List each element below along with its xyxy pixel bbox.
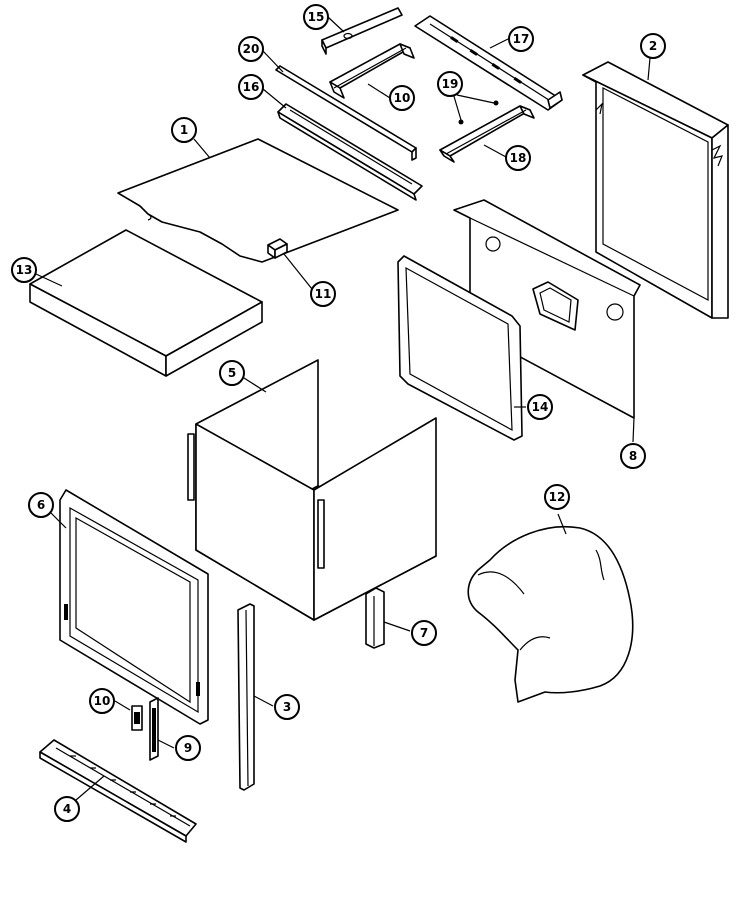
part-2-frame xyxy=(582,61,729,319)
callout-6-label: 6 xyxy=(37,498,45,512)
callout-16-label: 16 xyxy=(243,80,260,94)
part-18-bracket xyxy=(439,105,535,163)
callout-20: 20 xyxy=(238,36,264,62)
callout-3-label: 3 xyxy=(283,700,291,714)
callout-11: 11 xyxy=(310,281,336,307)
callout-1: 1 xyxy=(171,117,197,143)
callout-2: 2 xyxy=(640,33,666,59)
part-1-top-panel xyxy=(117,138,399,263)
callout-5: 5 xyxy=(219,360,245,386)
part-9-strip xyxy=(149,697,159,761)
part-10-bottom-plate xyxy=(131,705,143,731)
callout-1-label: 1 xyxy=(180,123,188,137)
callout-18-label: 18 xyxy=(510,151,527,165)
part-7-channel xyxy=(365,587,385,649)
callout-10-top: 10 xyxy=(389,85,415,111)
part-16-rail xyxy=(277,103,423,201)
leader-lines xyxy=(35,16,651,801)
callout-14-label: 14 xyxy=(532,400,549,414)
part-5-liner xyxy=(187,359,437,621)
callout-18: 18 xyxy=(505,145,531,171)
callout-8-label: 8 xyxy=(629,449,637,463)
part-15-bracket xyxy=(321,7,403,55)
part-10-top-bracket xyxy=(329,43,415,99)
part-3-trim-strip xyxy=(237,603,255,791)
callout-17-label: 17 xyxy=(513,32,530,46)
callout-12-label: 12 xyxy=(549,490,566,504)
callout-9: 9 xyxy=(175,735,201,761)
callout-10-top-label: 10 xyxy=(394,91,411,105)
part-17-rail xyxy=(414,15,563,111)
callout-15-label: 15 xyxy=(308,10,325,24)
callout-11-label: 11 xyxy=(315,287,332,301)
callout-20-label: 20 xyxy=(243,42,260,56)
callout-12: 12 xyxy=(544,484,570,510)
callout-2-label: 2 xyxy=(649,39,657,53)
callout-19-label: 19 xyxy=(442,77,459,91)
part-13-slab xyxy=(29,229,263,377)
callout-16: 16 xyxy=(238,74,264,100)
callout-13: 13 xyxy=(11,257,37,283)
part-12-bag xyxy=(467,526,634,703)
callout-10-bottom: 10 xyxy=(89,688,115,714)
callout-7: 7 xyxy=(411,620,437,646)
callout-13-label: 13 xyxy=(16,263,33,277)
part-4-bottom-rail xyxy=(39,739,197,843)
part-14-gasket xyxy=(397,255,523,441)
part-8-back-panel xyxy=(453,199,641,419)
callout-15: 15 xyxy=(303,4,329,30)
part-19-screws xyxy=(458,100,499,125)
callout-6: 6 xyxy=(28,492,54,518)
callout-19: 19 xyxy=(437,71,463,97)
part-11-block xyxy=(267,238,288,259)
callout-5-label: 5 xyxy=(228,366,236,380)
callout-8: 8 xyxy=(620,443,646,469)
part-6-door-frame xyxy=(59,489,209,725)
callout-4: 4 xyxy=(54,796,80,822)
callout-3: 3 xyxy=(274,694,300,720)
callout-14: 14 xyxy=(527,394,553,420)
callout-4-label: 4 xyxy=(63,802,71,816)
callout-7-label: 7 xyxy=(420,626,428,640)
callout-17: 17 xyxy=(508,26,534,52)
callout-10-bottom-label: 10 xyxy=(94,694,111,708)
callout-9-label: 9 xyxy=(184,741,192,755)
